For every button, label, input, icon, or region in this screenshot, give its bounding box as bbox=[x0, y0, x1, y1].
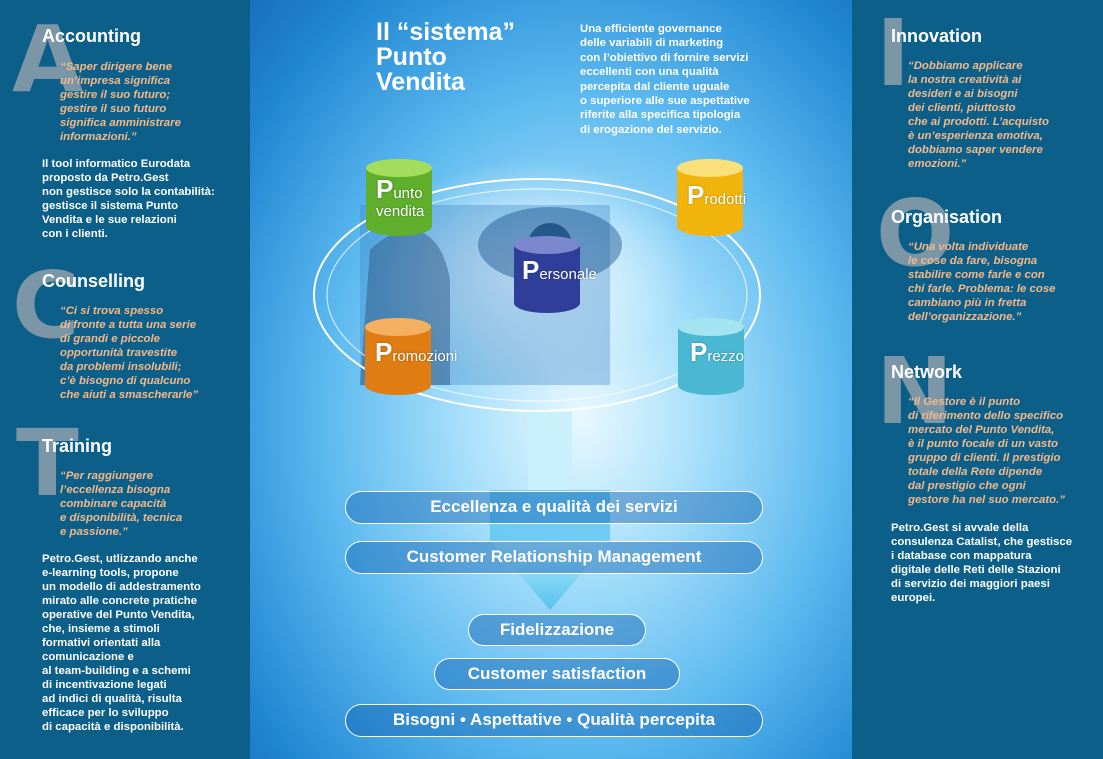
cylinder-prodotti bbox=[677, 159, 743, 236]
cylinder-prezzo bbox=[678, 318, 744, 395]
section-letter-network: N bbox=[876, 338, 953, 445]
quote-counselling: “Ci si trova spesso di fronte a tutta un… bbox=[60, 305, 199, 401]
quote-innovation: “Dobbiamo applicare la nostra creatività… bbox=[908, 60, 1049, 170]
label-prodotti: Prodotti bbox=[687, 180, 747, 210]
section-letter-organisation: O bbox=[876, 180, 955, 287]
arrow-head bbox=[490, 540, 610, 610]
arrow-shaft bbox=[528, 412, 572, 502]
main-title: Il “sistema” Punto Vendita bbox=[376, 18, 515, 96]
section-title-network: Network bbox=[891, 362, 963, 382]
section-letter-counselling: C bbox=[12, 252, 80, 359]
center-panel: Il “sistema” Punto Vendita Una efficient… bbox=[250, 0, 852, 759]
outer-ring bbox=[313, 178, 761, 412]
section-title-organisation: Organisation bbox=[891, 207, 1003, 227]
pill-fidelizzazione: Fidelizzazione bbox=[468, 614, 646, 646]
section-letter-innovation: I bbox=[876, 0, 911, 107]
section-title-accounting: Accounting bbox=[42, 26, 141, 46]
section-letter-accounting: A bbox=[12, 6, 84, 113]
body-training: Petro.Gest, utlizzando anche e-learning … bbox=[42, 553, 201, 733]
intro-text: Una efficiente governance delle variabil… bbox=[580, 23, 750, 136]
pill-bisogni: Bisogni • Aspettative • Qualità percepit… bbox=[345, 704, 763, 737]
section-letter-training: T bbox=[16, 410, 79, 517]
cylinder-promozioni bbox=[365, 318, 431, 395]
label-promozioni: Promozioni bbox=[375, 337, 458, 367]
pill-customer-satisfaction: Customer satisfaction bbox=[434, 658, 680, 690]
quote-training: “Per raggiungere l’eccellenza bisogna co… bbox=[60, 470, 183, 538]
pill-crm: Customer Relationship Management bbox=[345, 541, 763, 574]
label-prezzo: Prezzo bbox=[690, 337, 745, 367]
quote-accounting: “Saper dirigere bene un’impresa signific… bbox=[60, 61, 181, 143]
left-panel: A Accounting “Saper dirigere bene un’imp… bbox=[0, 0, 250, 759]
quote-network: “Il Gestore è il punto di riferimento de… bbox=[908, 396, 1065, 506]
quote-organisation: “Una volta individuate le cose da fare, … bbox=[908, 241, 1056, 323]
body-network: Petro.Gest si avvale della consulenza Ca… bbox=[891, 522, 1073, 604]
inner-ring bbox=[326, 188, 748, 402]
section-title-counselling: Counselling bbox=[42, 271, 145, 291]
pill-eccellenza: Eccellenza e qualità dei servizi bbox=[345, 491, 763, 524]
cylinder-personale bbox=[514, 236, 580, 313]
body-accounting: Il tool informatico Eurodata proposto da… bbox=[42, 158, 215, 240]
right-panel: I Innovation “Dobbiamo applicare la nost… bbox=[852, 0, 1103, 759]
section-title-training: Training bbox=[42, 436, 113, 456]
label-personale: Personale bbox=[522, 255, 597, 285]
section-title-innovation: Innovation bbox=[891, 26, 982, 46]
cylinder-punto-vendita bbox=[366, 159, 432, 236]
